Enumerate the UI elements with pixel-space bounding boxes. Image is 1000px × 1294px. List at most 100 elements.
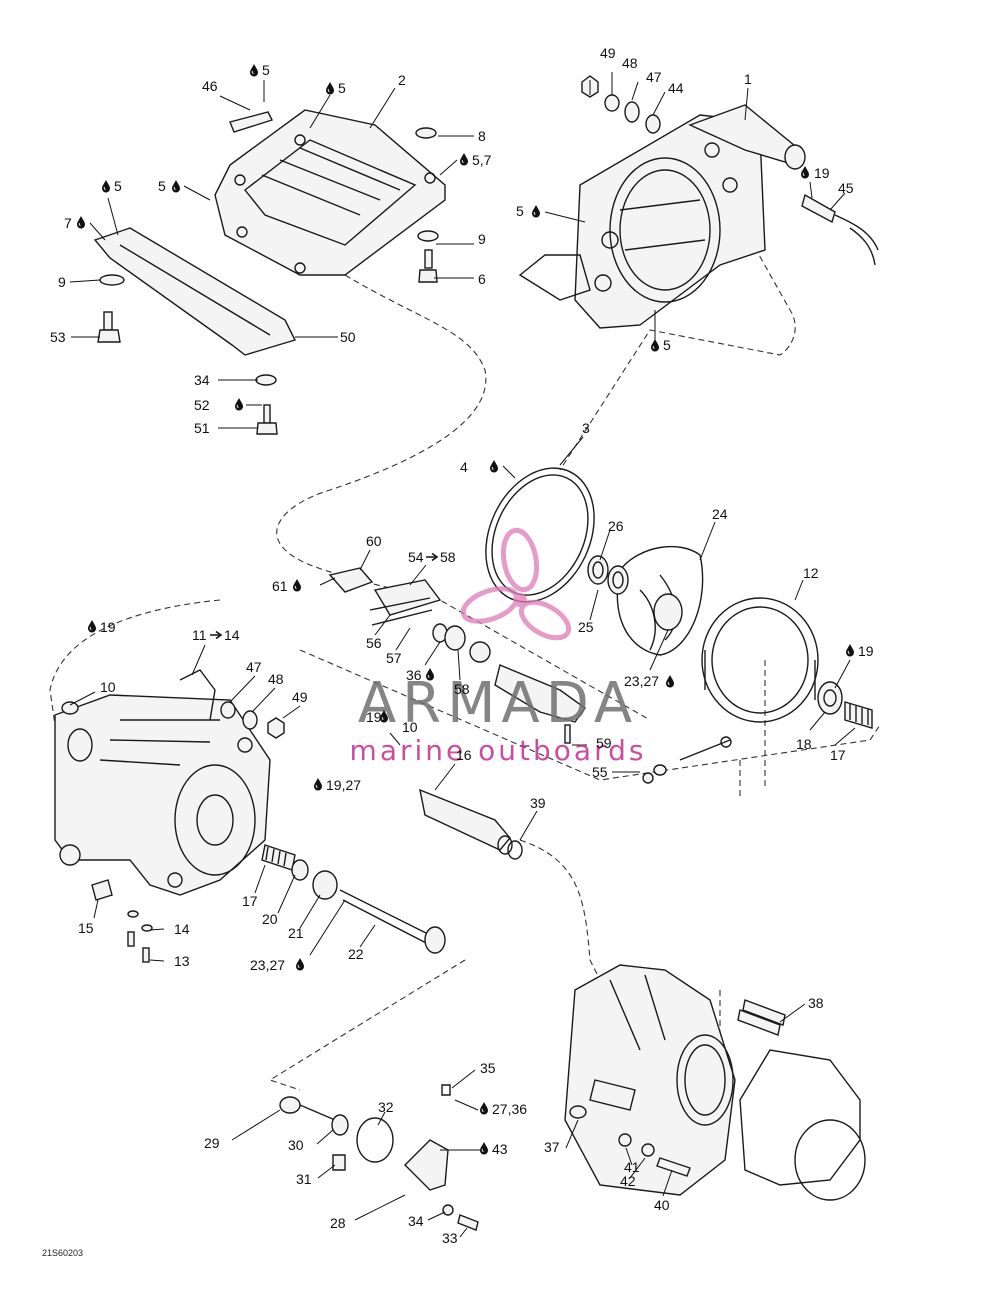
- callout-label: 10: [100, 679, 116, 695]
- callout-label: 19: [858, 643, 874, 659]
- callout-label: 37: [544, 1139, 560, 1155]
- callout-label: 9: [478, 231, 486, 247]
- callout-label: 35: [480, 1060, 496, 1076]
- oil-drop-icon: [531, 204, 541, 218]
- callout-label: 40: [654, 1197, 670, 1213]
- callout-label: 45: [838, 180, 854, 196]
- watermark-brand: ARMADA: [358, 671, 638, 736]
- callout-label: 5: [338, 80, 346, 96]
- oil-drop-icon: [425, 667, 435, 681]
- callout-label: 16: [456, 747, 472, 763]
- rod-55: [642, 736, 732, 784]
- callout-label: 5: [516, 203, 524, 219]
- bearing-17-18-right: [817, 681, 873, 729]
- oil-drop-icon: [650, 338, 660, 352]
- callout-label: 38: [808, 995, 824, 1011]
- callout-label: 48: [268, 671, 284, 687]
- callout-label: 2: [398, 72, 406, 88]
- callout-label: 49: [600, 45, 616, 61]
- hardware-13-14-15: [91, 879, 153, 963]
- callout-label: 34: [194, 372, 210, 388]
- callout-label: 32: [378, 1099, 394, 1115]
- callout-label: 48: [622, 55, 638, 71]
- callout-label: 17: [830, 747, 846, 763]
- callout-label: 19,27: [326, 777, 361, 793]
- oil-drop-icon: [325, 81, 335, 95]
- callout-label: 22: [348, 946, 364, 962]
- callout-label: 5: [114, 178, 122, 194]
- callout-label: 14: [174, 921, 190, 937]
- steering-linkage-54-58: [328, 567, 586, 744]
- armada-propeller-logo: [460, 527, 572, 641]
- callout-label: 5: [663, 337, 671, 353]
- ride-plate-2: [214, 109, 446, 276]
- ring-12: [701, 597, 819, 723]
- oil-drop-icon: [665, 674, 675, 688]
- callout-label: 47: [646, 69, 662, 85]
- callout-label: 58: [440, 549, 456, 565]
- bearings-25-26: [587, 555, 629, 595]
- callout-label: 8: [478, 128, 486, 144]
- callout-label: 56: [366, 635, 382, 651]
- arrow-right-icon: [425, 552, 438, 562]
- callout-label: 13: [174, 953, 190, 969]
- callout-label: 18: [796, 736, 812, 752]
- callout-label: 30: [288, 1137, 304, 1153]
- oil-drop-icon: [234, 397, 244, 411]
- callout-label: 19: [814, 165, 830, 181]
- callout-label: 60: [366, 533, 382, 549]
- callout-label: 4: [460, 459, 468, 475]
- callout-label: 53: [50, 329, 66, 345]
- oil-drop-icon: [292, 578, 302, 592]
- callout-label: 5: [158, 178, 166, 194]
- callout-label: 19: [100, 619, 116, 635]
- callout-label: 54: [408, 549, 424, 565]
- impeller-24: [616, 545, 704, 656]
- oil-drop-icon: [295, 957, 305, 971]
- callout-labels: 49 48 47 44 1 46 5 5 2 8 5,7 5 5 7 9 9 6…: [50, 45, 874, 1246]
- callout-label: 17: [242, 893, 258, 909]
- oil-drop-icon: [76, 215, 86, 229]
- callout-label: 12: [803, 565, 819, 581]
- support-bracket-50: [93, 227, 296, 356]
- callout-label: 47: [246, 659, 262, 675]
- callout-label: 41: [624, 1159, 640, 1175]
- drive-shaft-22: [261, 844, 446, 954]
- venturi-cone-28-33: [279, 1084, 479, 1231]
- callout-label: 28: [330, 1215, 346, 1231]
- callout-label: 10: [402, 719, 418, 735]
- callout-label: 21: [288, 925, 304, 941]
- callout-label: 57: [386, 650, 402, 666]
- callout-label: 33: [442, 1230, 458, 1246]
- oil-drop-icon: [171, 179, 181, 193]
- oil-drop-icon: [249, 63, 259, 77]
- oil-drop-icon: [313, 777, 323, 791]
- callout-label: 52: [194, 397, 210, 413]
- callout-label: 6: [478, 271, 486, 287]
- callout-label: 7: [64, 215, 72, 231]
- diagram-code: 21S60203: [42, 1248, 83, 1258]
- callout-label: 55: [592, 764, 608, 780]
- callout-label: 51: [194, 420, 210, 436]
- callout-label: 39: [530, 795, 546, 811]
- armada-watermark: ARMADA marine outboards: [350, 527, 647, 767]
- callout-label: 46: [202, 78, 218, 94]
- callout-label: 50: [340, 329, 356, 345]
- callout-label: 15: [78, 920, 94, 936]
- callout-label: 31: [296, 1171, 312, 1187]
- oil-drop-icon: [489, 459, 499, 473]
- callout-label: 19: [366, 709, 382, 725]
- hardware-stack-top-right: [581, 75, 879, 266]
- oil-drop-icon: [479, 1101, 489, 1115]
- callout-label: 49: [292, 689, 308, 705]
- callout-label: 24: [712, 506, 728, 522]
- callout-label: 44: [668, 80, 684, 96]
- watermark-subtitle: marine outboards: [350, 734, 647, 767]
- jet-pump-support-1: [518, 104, 806, 329]
- callout-label: 42: [620, 1173, 636, 1189]
- callout-label: 59: [596, 735, 612, 751]
- callout-label: 23,27: [624, 673, 659, 689]
- oil-drop-icon: [845, 643, 855, 657]
- oil-drop-icon: [800, 165, 810, 179]
